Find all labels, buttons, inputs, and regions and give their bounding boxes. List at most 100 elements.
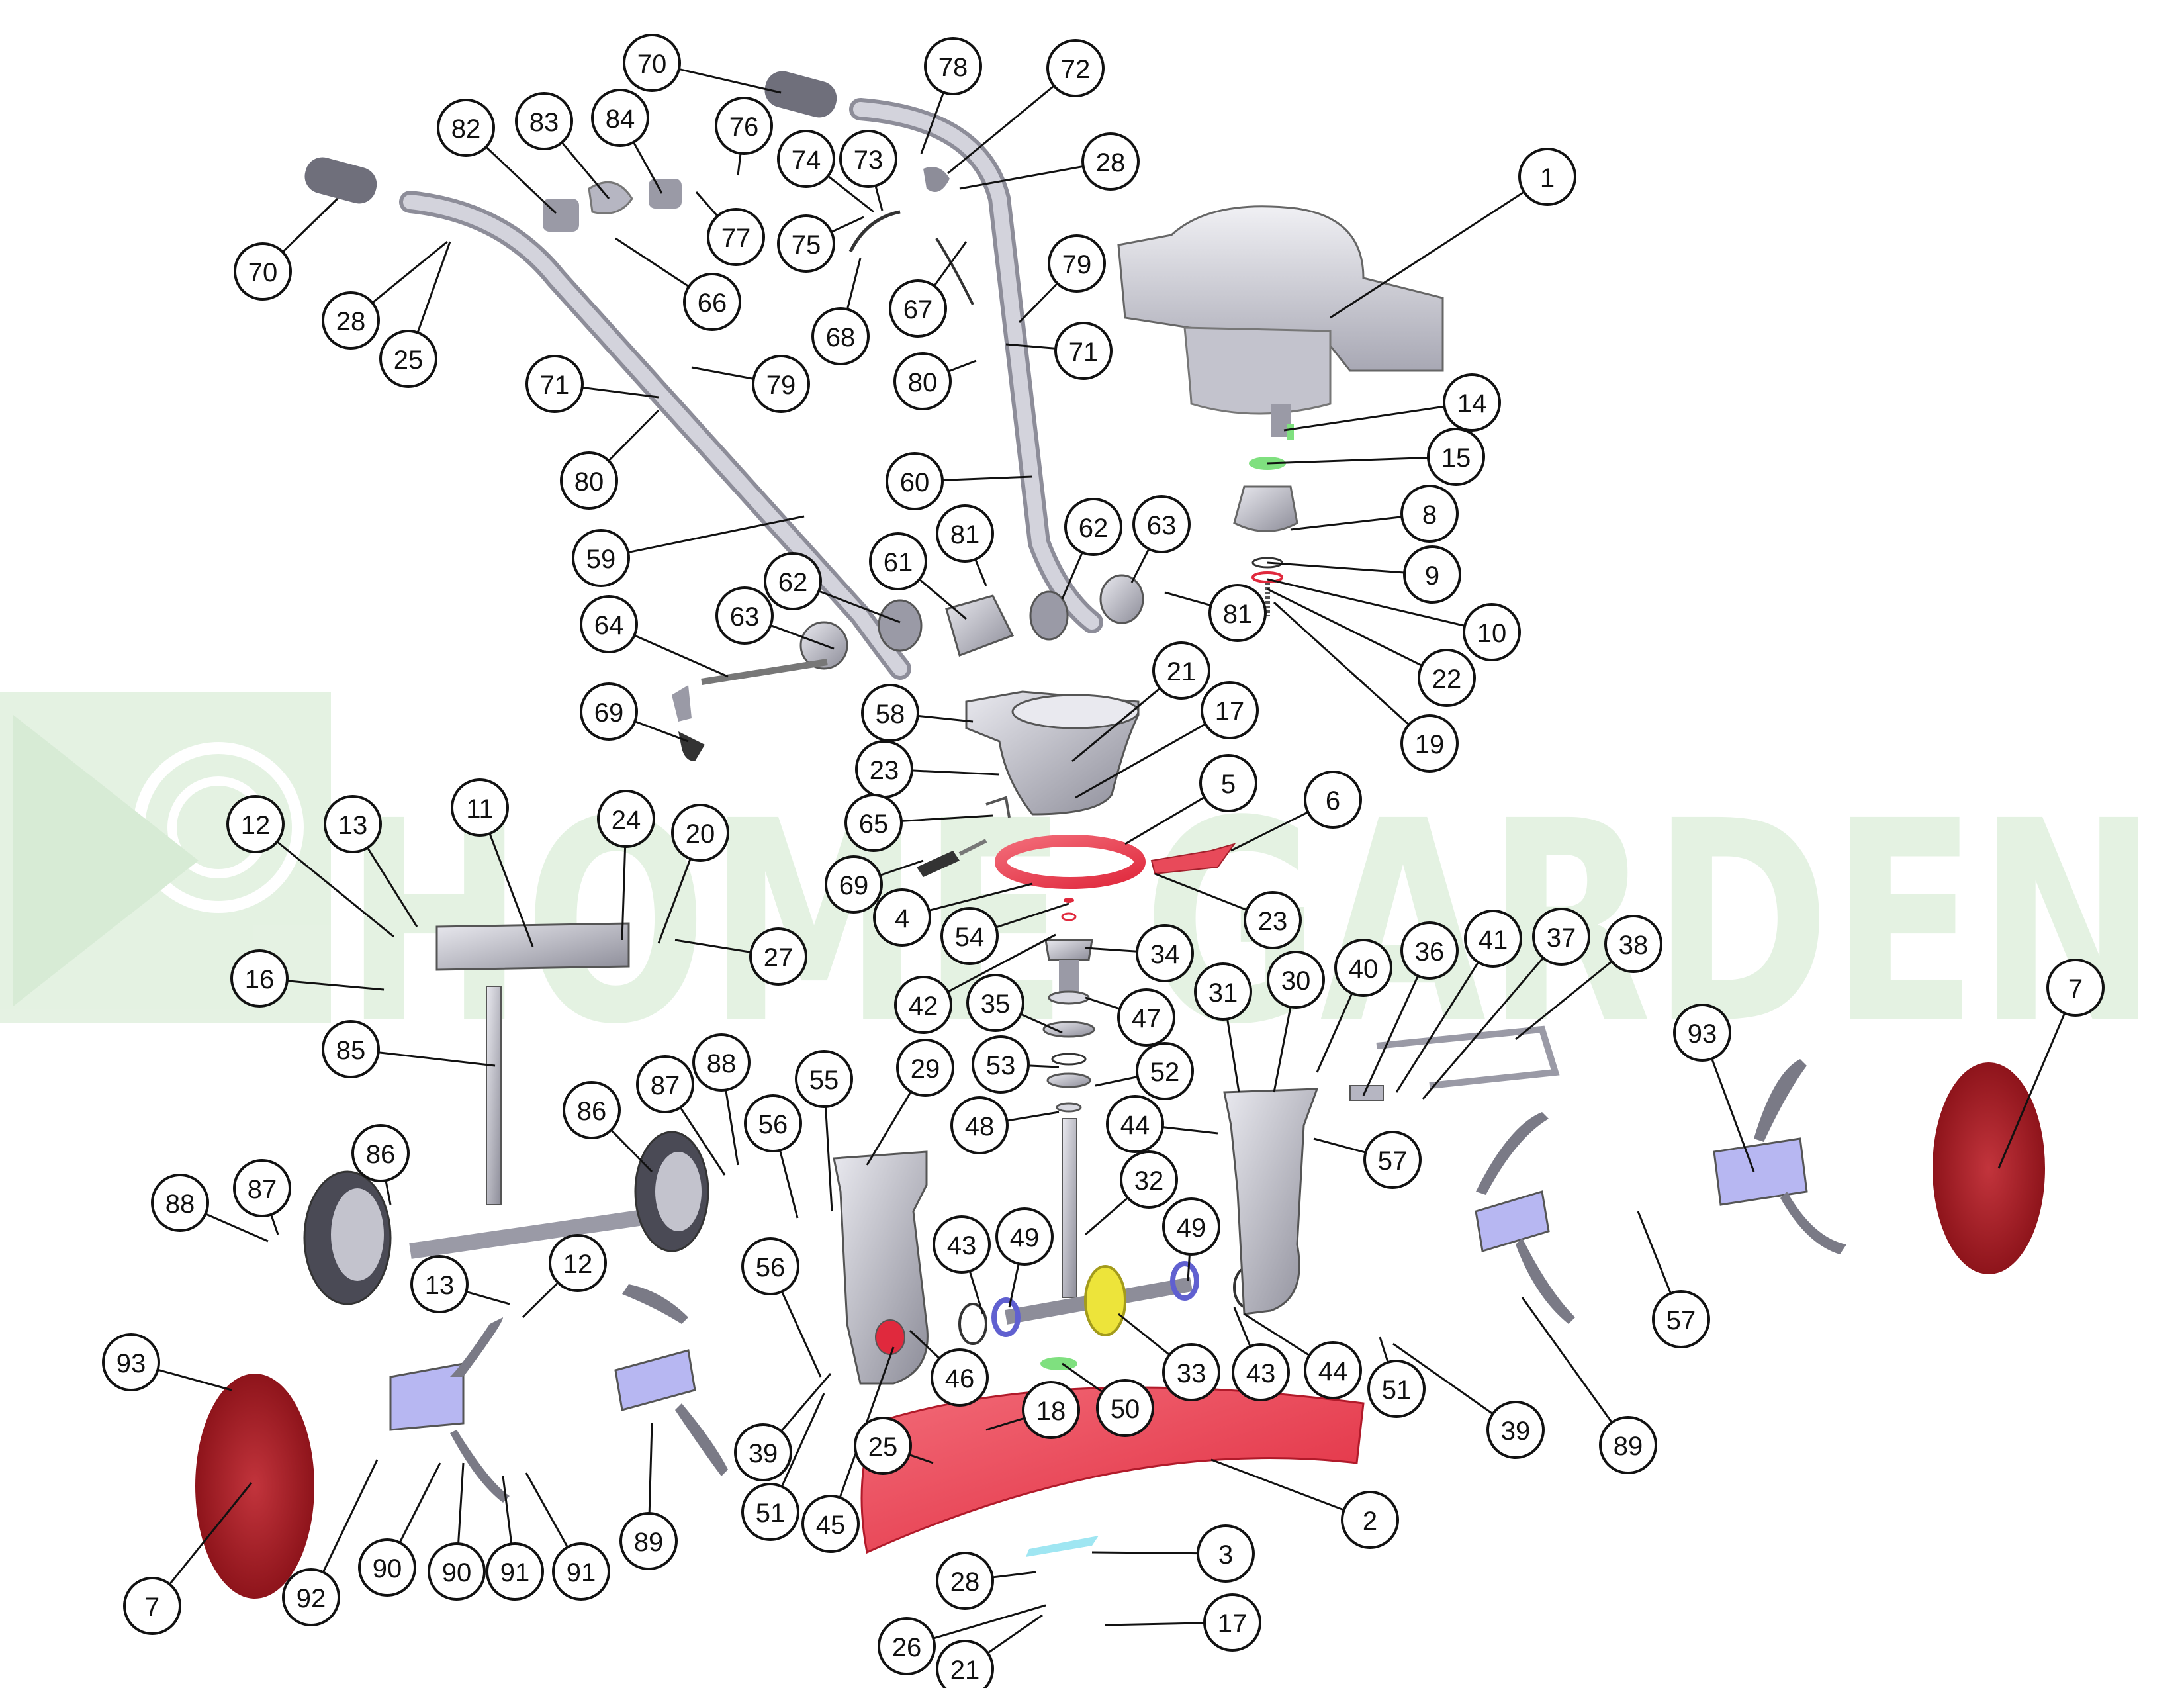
callout-circle — [889, 279, 947, 338]
leader-line-80 — [608, 409, 660, 462]
callout-number: 69 — [839, 871, 869, 900]
callout-37: 37 — [1532, 908, 1590, 966]
callout-number: 27 — [764, 943, 794, 972]
callout-circle — [560, 451, 618, 510]
callout-number: 77 — [721, 224, 751, 253]
leader-line-77 — [695, 191, 719, 217]
leader-line-73 — [874, 185, 884, 211]
callout-number: 89 — [634, 1528, 664, 1557]
callout-circle — [936, 504, 994, 563]
leader-line-3 — [1091, 1551, 1199, 1555]
callout-60: 60 — [886, 452, 944, 510]
leader-line-34 — [1085, 947, 1138, 953]
leader-line-21 — [987, 1614, 1043, 1654]
callout-circle — [623, 34, 681, 92]
callout-13: 13 — [324, 795, 382, 853]
callout-61: 61 — [869, 532, 927, 590]
callout-circle — [1599, 1416, 1657, 1474]
callout-circle — [1341, 1491, 1399, 1549]
leader-line-43 — [1233, 1307, 1251, 1347]
callout-number: 71 — [540, 371, 570, 400]
leader-line-90 — [398, 1462, 441, 1544]
callout-circle — [995, 1207, 1054, 1266]
callout-number: 2 — [1363, 1507, 1377, 1536]
callout-circle — [741, 1483, 799, 1541]
callout-circle — [410, 1255, 469, 1313]
leader-line-57 — [1313, 1137, 1366, 1154]
callout-80: 80 — [893, 352, 952, 410]
right-gearbox-half — [1223, 1088, 1319, 1315]
callout-84: 84 — [591, 89, 649, 147]
callout-number: 57 — [1378, 1147, 1408, 1176]
callout-number: 6 — [1326, 786, 1340, 816]
callout-circle — [734, 1423, 792, 1481]
callout-circle — [873, 888, 931, 947]
leader-line-51 — [1379, 1336, 1389, 1363]
callout-circle — [1096, 1379, 1154, 1437]
callout-circle — [1652, 1290, 1710, 1348]
callout-59: 59 — [572, 529, 630, 587]
callout-circle — [1673, 1004, 1731, 1062]
callout-circle — [764, 552, 822, 610]
callout-number: 49 — [1010, 1223, 1040, 1252]
callout-14: 14 — [1443, 373, 1501, 432]
callout-number: 90 — [442, 1558, 472, 1587]
callout-33: 33 — [1162, 1343, 1220, 1401]
callout-circle — [1532, 908, 1590, 966]
callout-number: 43 — [1246, 1359, 1276, 1388]
callout-number: 21 — [1167, 657, 1197, 686]
callout-circle — [437, 99, 495, 157]
leader-line-57 — [1637, 1211, 1672, 1294]
worm-gear — [1084, 1265, 1126, 1336]
callout-circle — [811, 307, 870, 365]
callout-number: 18 — [1036, 1397, 1066, 1426]
callout-number: 12 — [563, 1250, 593, 1279]
callout-number: 91 — [567, 1558, 596, 1587]
callout-number: 44 — [1318, 1357, 1348, 1386]
callout-71: 71 — [525, 355, 584, 413]
callout-91: 91 — [552, 1542, 610, 1601]
callout-11: 11 — [451, 778, 509, 837]
callout-48: 48 — [950, 1096, 1009, 1154]
leader-line-32 — [1085, 1197, 1129, 1236]
leader-line-12 — [522, 1282, 559, 1319]
callout-number: 61 — [884, 548, 913, 577]
callout-90: 90 — [358, 1538, 416, 1597]
callout-circle — [893, 352, 952, 410]
callout-number: 81 — [950, 520, 980, 549]
callout-circle — [940, 907, 999, 965]
callout-number: 62 — [1079, 514, 1109, 543]
callout-number: 5 — [1221, 770, 1236, 799]
clamp-lever — [1150, 843, 1236, 875]
callout-circle — [886, 452, 944, 510]
callout-21: 21 — [936, 1640, 994, 1688]
callout-64: 64 — [580, 595, 638, 653]
callout-circle — [1197, 1524, 1255, 1583]
callout-circle — [1120, 1150, 1178, 1209]
callout-57: 57 — [1652, 1290, 1710, 1348]
callout-circle — [1208, 584, 1267, 642]
callout-circle — [230, 949, 289, 1008]
leader-line-79 — [691, 366, 754, 380]
callout-82: 82 — [437, 99, 495, 157]
leader-line-40 — [1316, 992, 1353, 1073]
callout-number: 68 — [826, 323, 856, 352]
leader-line-48 — [1007, 1111, 1060, 1122]
callout-79: 79 — [752, 355, 810, 413]
callout-number: 7 — [145, 1593, 159, 1622]
leader-line-19 — [1273, 601, 1410, 726]
callout-number: 67 — [903, 295, 933, 324]
leader-line-31 — [1226, 1019, 1240, 1093]
callout-number: 80 — [574, 467, 604, 496]
callout-26: 26 — [878, 1617, 936, 1675]
callout-1: 1 — [1518, 148, 1576, 206]
leader-line-63 — [1130, 548, 1150, 583]
callout-51: 51 — [741, 1483, 799, 1541]
leader-line-26 — [933, 1604, 1046, 1640]
callout-circle — [234, 242, 292, 301]
leader-line-36 — [1362, 975, 1419, 1096]
leader-line-16 — [287, 980, 385, 991]
leader-line-1 — [1330, 191, 1525, 319]
callout-circle — [358, 1538, 416, 1597]
leader-line-85 — [378, 1051, 496, 1067]
